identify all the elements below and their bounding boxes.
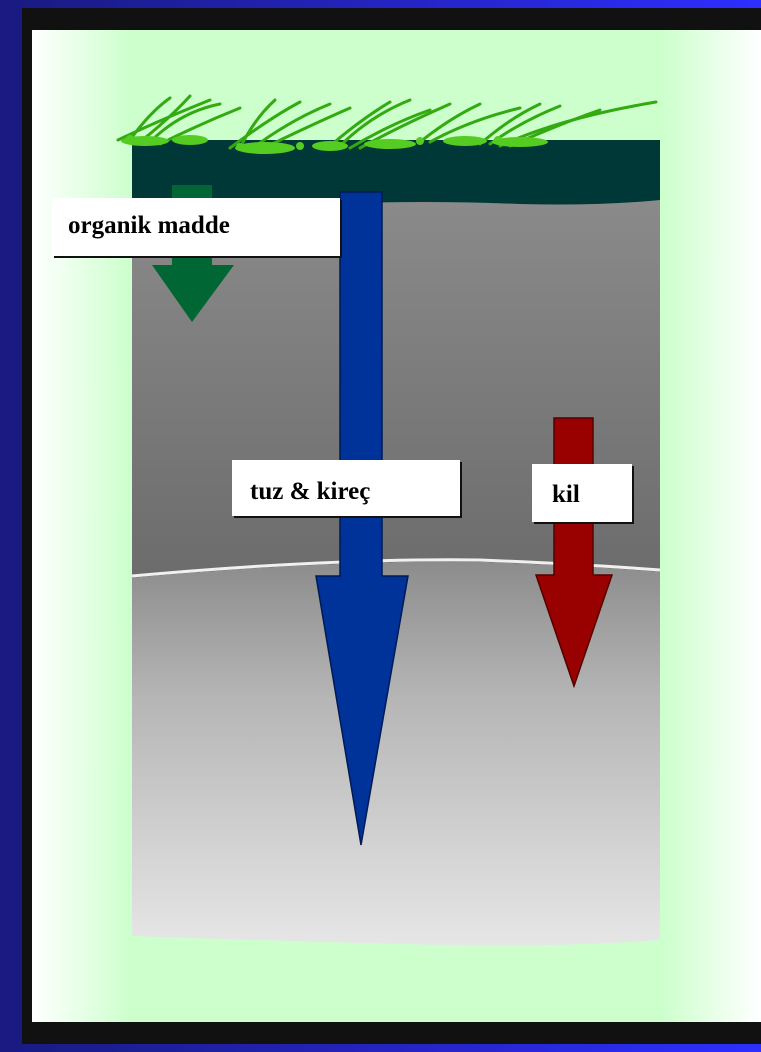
clay-label: kil (532, 464, 632, 522)
frame-left-bar (22, 8, 32, 1044)
organic-matter-label: organik madde (52, 198, 340, 256)
frame-top-bar (22, 8, 761, 30)
grass-base (121, 135, 548, 154)
frame-bottom-bar (22, 1022, 761, 1044)
grass-tuft-icon (116, 94, 658, 152)
topsoil-layer (132, 140, 660, 206)
salt-lime-label: tuz & kireç (232, 460, 460, 516)
lower-soil-layer (132, 561, 660, 946)
salt-lime-arrow (315, 191, 409, 846)
layer-boundary (131, 558, 661, 578)
panel-left-strip (32, 30, 132, 1022)
panel-right-strip (660, 30, 761, 1022)
